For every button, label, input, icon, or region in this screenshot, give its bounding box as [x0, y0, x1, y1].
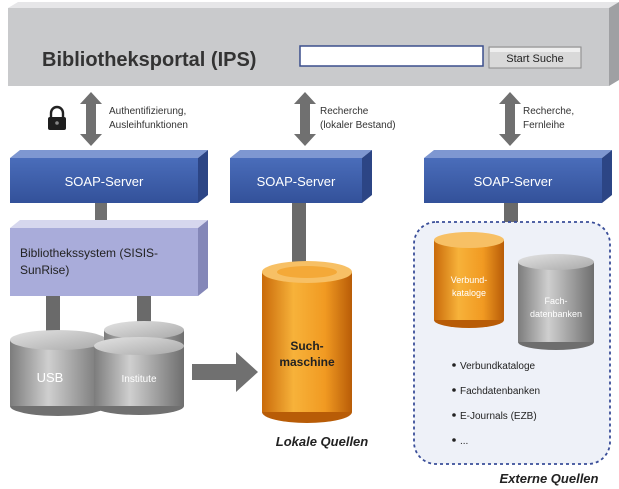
institute-database	[94, 321, 184, 415]
connector-soap-system	[95, 203, 107, 221]
verbund-label-1: Verbund-	[451, 275, 488, 285]
external-sources-caption: Externe Quellen	[500, 471, 599, 486]
connector-system-institute	[137, 296, 151, 328]
link-label-right-2: Fernleihe	[523, 120, 565, 131]
portal-title: Bibliotheksportal (IPS)	[42, 49, 256, 71]
usb-database	[10, 330, 106, 416]
connector-soap-external	[504, 203, 518, 223]
bullet-icon	[452, 413, 456, 417]
fach-label-2: datenbanken	[530, 309, 582, 319]
fach-database	[518, 254, 594, 350]
arrow-institute-searchengine	[192, 352, 258, 392]
double-arrow-left	[80, 92, 102, 146]
fach-label-1: Fach-	[544, 296, 567, 306]
library-system-box	[10, 220, 208, 296]
library-system-label-2: SunRise)	[20, 263, 69, 277]
soap-server-right-label: SOAP-Server	[474, 174, 553, 189]
external-list-item: ...	[460, 436, 468, 447]
external-list-item: Verbundkataloge	[460, 361, 536, 372]
bullet-icon	[452, 363, 456, 367]
search-engine-label-2: maschine	[279, 355, 335, 369]
search-input[interactable]	[299, 45, 484, 67]
soap-server-left-box	[10, 150, 208, 203]
double-arrow-right	[499, 92, 521, 146]
bullet-icon	[452, 388, 456, 392]
library-system-label-1: Bibliothekssystem (SISIS-	[20, 246, 158, 260]
lock-icon	[48, 105, 66, 130]
link-label-left-2: Ausleihfunktionen	[109, 120, 188, 131]
verbund-catalog-database	[434, 232, 504, 328]
start-search-button[interactable]: Start Suche	[488, 46, 582, 69]
search-engine-label-1: Such-	[290, 339, 323, 353]
soap-server-mid-label: SOAP-Server	[257, 174, 336, 189]
portal-bar	[8, 2, 619, 86]
verbund-label-2: kataloge	[452, 288, 486, 298]
soap-server-left-label: SOAP-Server	[65, 174, 144, 189]
double-arrow-mid	[294, 92, 316, 146]
soap-server-mid-box	[230, 150, 372, 203]
link-label-mid-1: Recherche	[320, 106, 369, 117]
search-engine-database	[262, 261, 352, 423]
link-label-right-1: Recherche,	[523, 106, 574, 117]
local-sources-caption: Lokale Quellen	[276, 434, 369, 449]
external-list-item: Fachdatenbanken	[460, 386, 540, 397]
usb-label: USB	[37, 370, 64, 385]
connector-soap-searchengine	[292, 203, 306, 265]
link-label-mid-2: (lokaler Bestand)	[320, 120, 396, 131]
start-search-label: Start Suche	[506, 53, 563, 65]
soap-server-right-box	[424, 150, 612, 203]
connector-system-usb	[46, 296, 60, 336]
external-list-item: E-Journals (EZB)	[460, 411, 537, 422]
link-label-left-1: Authentifizierung,	[109, 106, 186, 117]
bullet-icon	[452, 438, 456, 442]
institute-label: Institute	[121, 374, 156, 385]
